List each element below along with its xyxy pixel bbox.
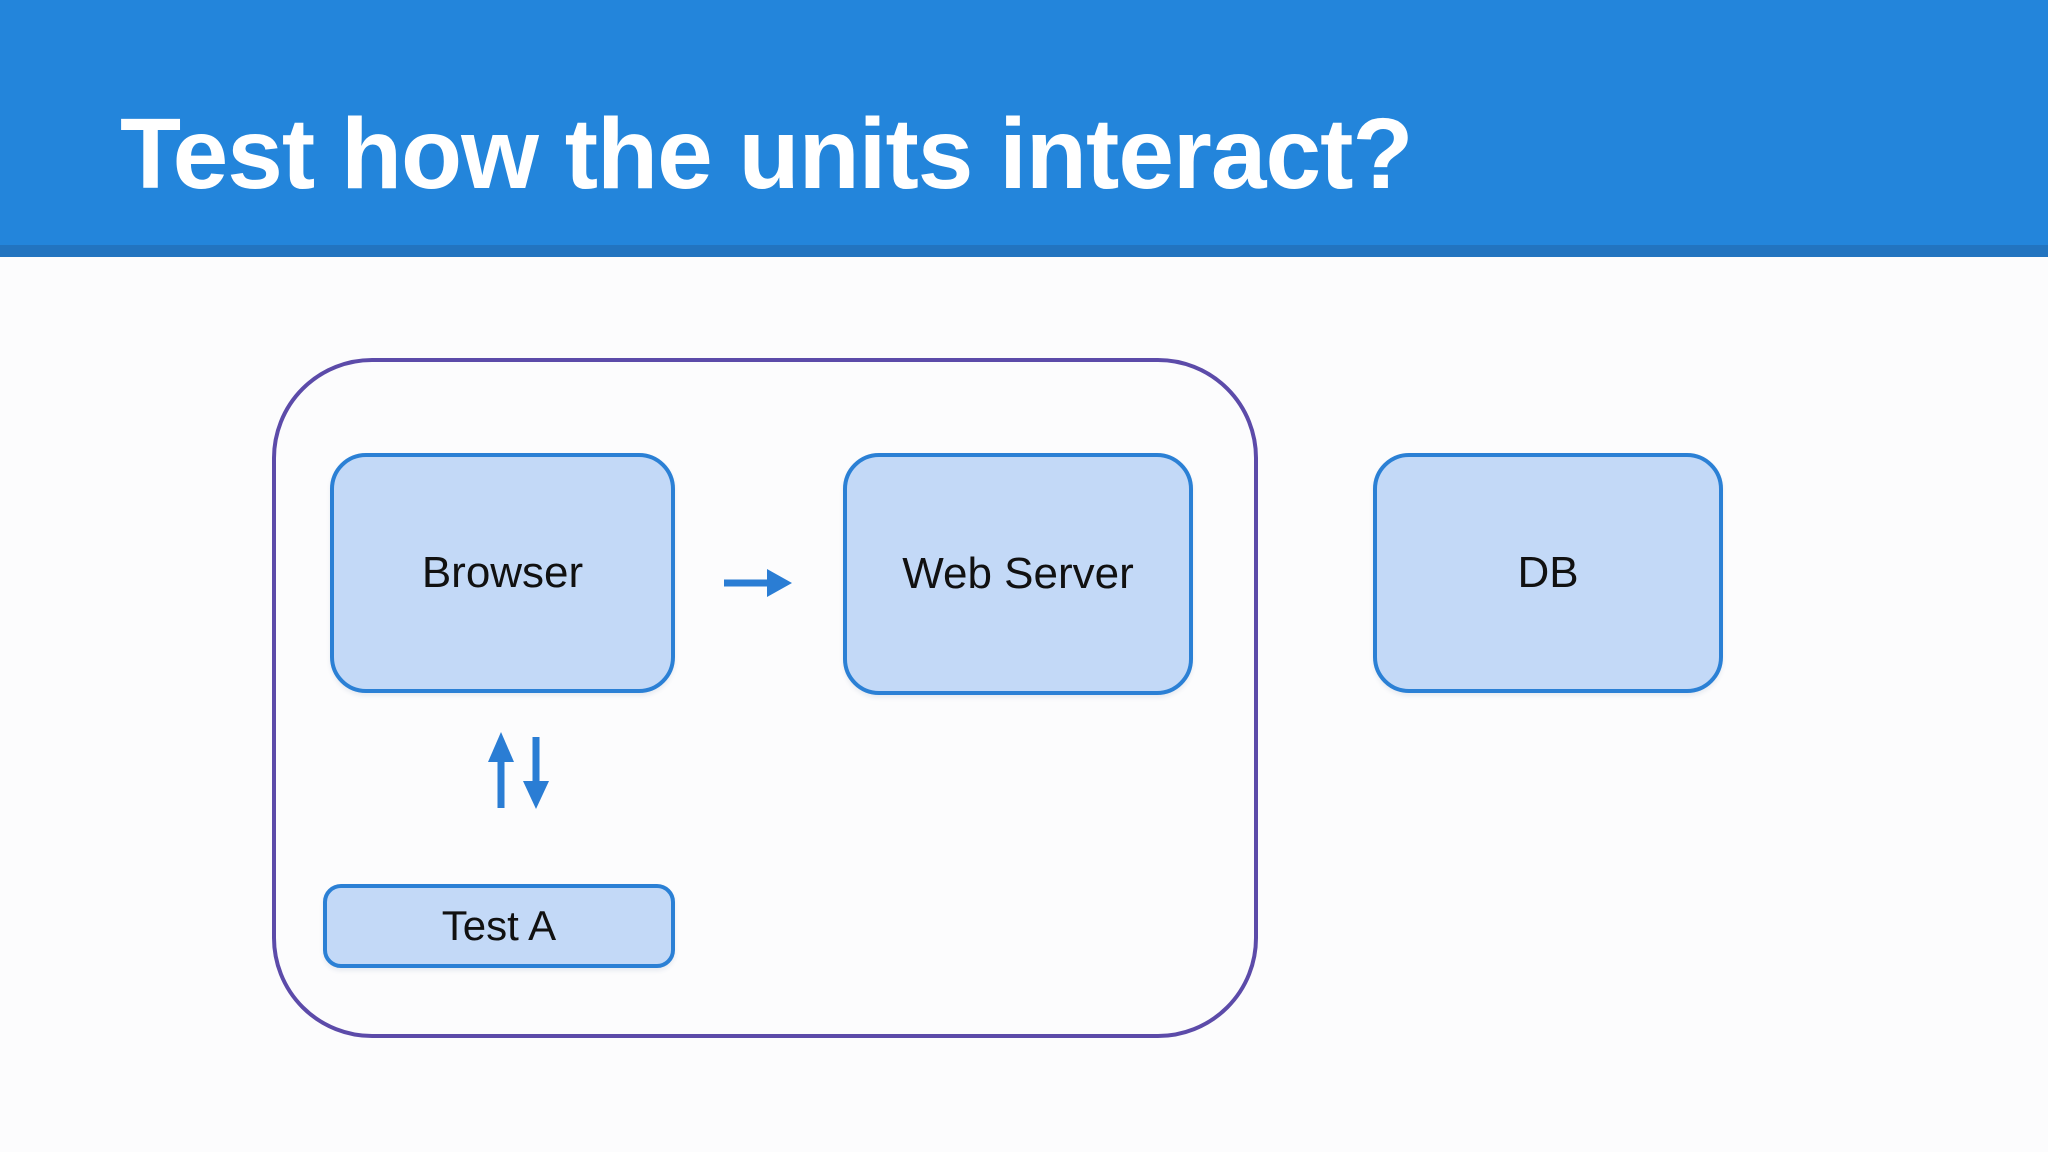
node-db-label: DB <box>1517 548 1579 597</box>
slide-header: Test how the units interact? <box>0 0 2048 245</box>
test-boundary-group <box>272 358 1258 1038</box>
header-accent-strip <box>0 245 2048 257</box>
page-title: Test how the units interact? <box>120 98 1413 210</box>
node-db: DB <box>1373 453 1723 693</box>
diagram-canvas: Browser Web Server DB Test A <box>0 257 2048 1152</box>
node-browser: Browser <box>330 453 675 693</box>
node-web-server-label: Web Server <box>902 549 1134 598</box>
node-test-a-label: Test A <box>441 902 557 949</box>
node-web-server: Web Server <box>843 453 1193 695</box>
arrow-up-icon <box>488 732 514 808</box>
node-browser-label: Browser <box>421 548 584 597</box>
arrow-down-icon <box>523 737 549 809</box>
node-test-a: Test A <box>323 884 675 968</box>
arrow-right-icon <box>724 569 792 597</box>
